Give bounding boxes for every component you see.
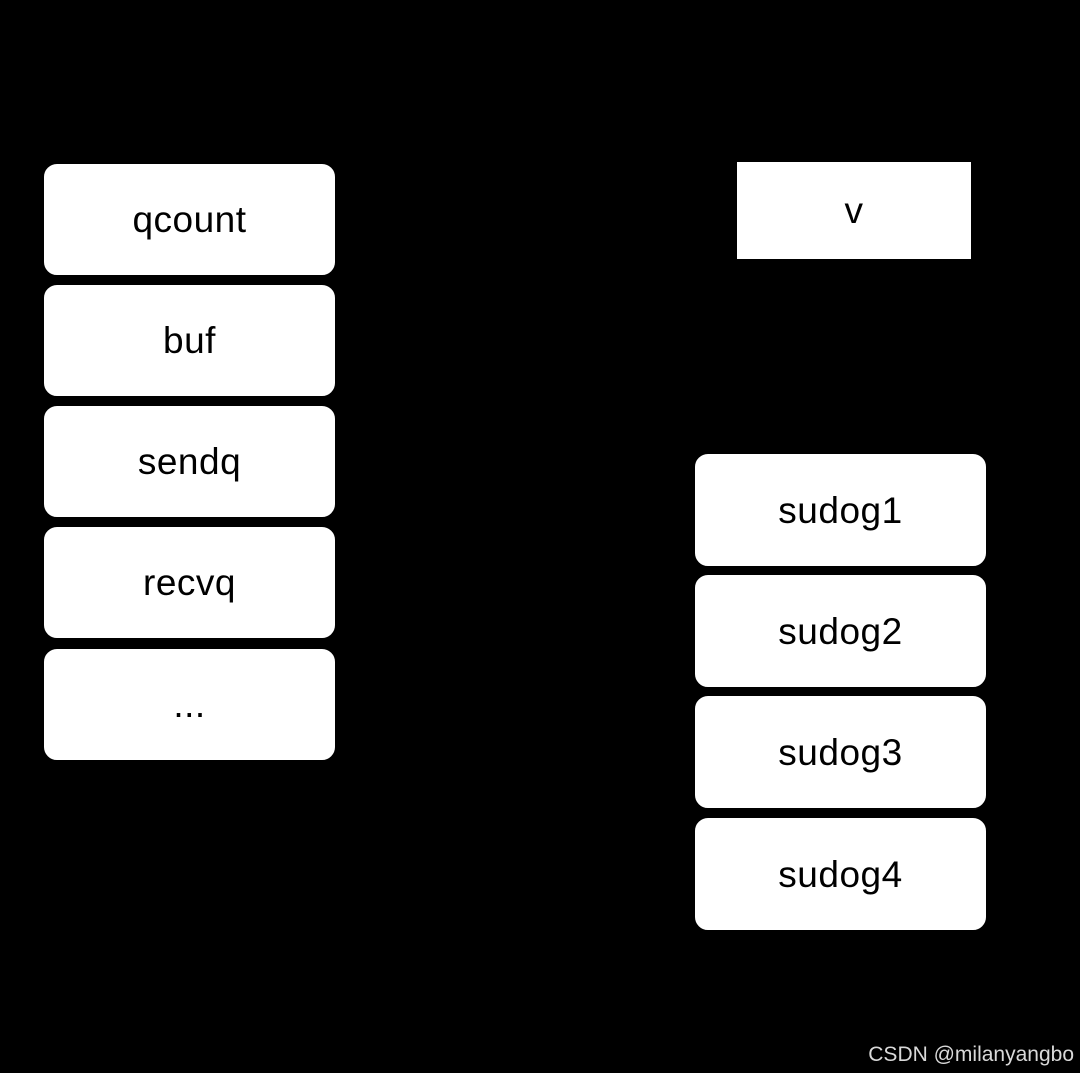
hchan-field-buf: buf (42, 283, 337, 398)
hchan-field-ellipsis-label: ... (173, 684, 206, 725)
sudog-node-3-label: sudog3 (778, 731, 903, 773)
hchan-field-qcount: qcount (42, 162, 337, 277)
sudog-node-3: sudog3 (693, 694, 988, 810)
value-box: v (735, 160, 973, 261)
sudog-node-2-label: sudog2 (778, 610, 903, 652)
sudog-node-4: sudog4 (693, 816, 988, 932)
hchan-field-qcount-label: qcount (132, 199, 247, 240)
hchan-field-sendq-label: sendq (137, 441, 242, 482)
hchan-field-buf-label: buf (163, 320, 216, 361)
hchan-field-recvq-label: recvq (143, 562, 236, 603)
hchan-field-sendq: sendq (42, 404, 337, 519)
hchan-field-recvq: recvq (42, 525, 337, 640)
sudog-node-4-label: sudog4 (778, 853, 903, 895)
value-box-label: v (844, 190, 864, 231)
sudog-node-1: sudog1 (693, 452, 988, 568)
sudog-node-2: sudog2 (693, 573, 988, 689)
watermark-text: CSDN @milanyangbo (868, 1043, 1074, 1066)
hchan-field-ellipsis: ... (42, 647, 337, 762)
sudog-node-1-label: sudog1 (778, 489, 903, 531)
